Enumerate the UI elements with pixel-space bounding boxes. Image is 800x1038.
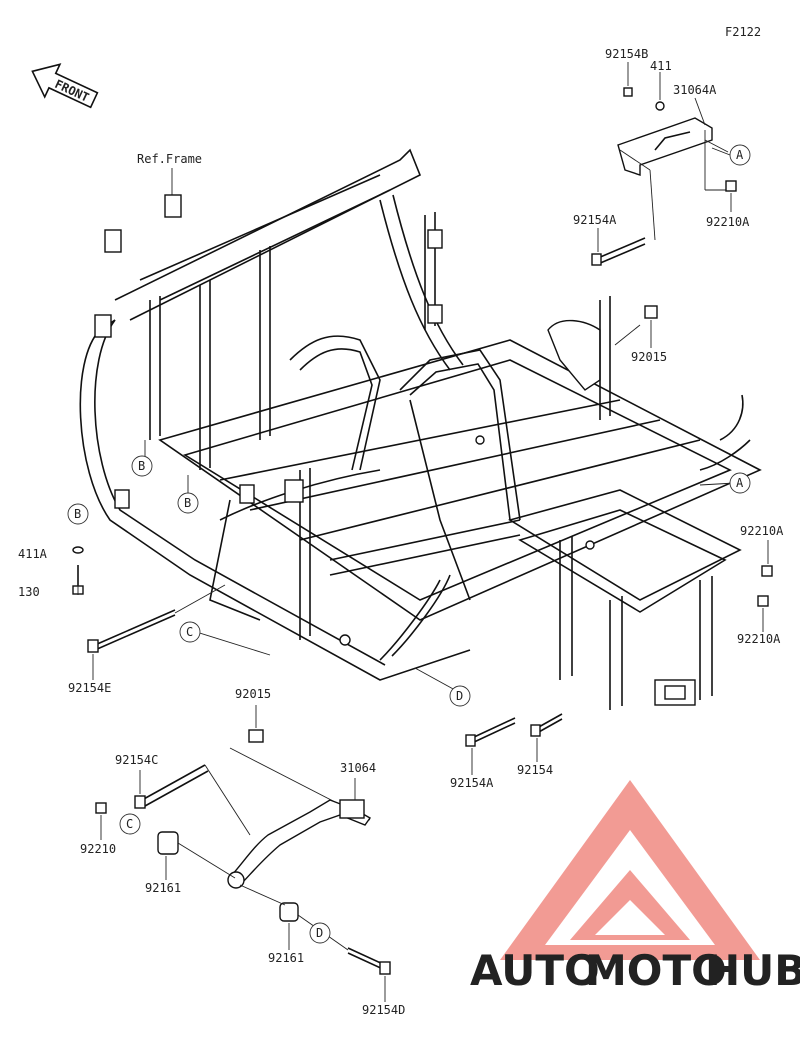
part-label-92154E: 92154E xyxy=(68,681,111,695)
bracket-31064-assembly xyxy=(95,729,391,975)
svg-text:B: B xyxy=(74,507,81,521)
callout-A-top: A xyxy=(729,144,751,166)
svg-text:A: A xyxy=(736,476,744,490)
main-frame xyxy=(79,148,762,710)
ref-frame-label: Ref.Frame xyxy=(137,152,202,166)
part-label-92161-a: 92161 xyxy=(145,881,181,895)
svg-text:A: A xyxy=(736,148,744,162)
watermark-logo xyxy=(500,780,760,960)
svg-text:C: C xyxy=(126,817,133,831)
part-label-411A: 411A xyxy=(18,547,48,561)
callout-B-frame-2: B xyxy=(177,492,199,514)
watermark-text: AUTO MOTO HUB xyxy=(470,946,800,995)
leader-lines xyxy=(77,62,769,1002)
callout-A-mid: A xyxy=(729,472,751,494)
callout-C-bottom: C xyxy=(119,813,141,835)
part-label-92154D: 92154D xyxy=(362,1003,405,1017)
part-labels: 92154B 411 31064A 92154A 92210A 92015 41… xyxy=(18,47,784,1017)
figure-code: F2122 xyxy=(725,25,761,39)
callout-B-frame-1: B xyxy=(131,455,153,477)
right-side-bolts xyxy=(465,565,773,747)
svg-text:D: D xyxy=(456,689,463,703)
part-label-92154: 92154 xyxy=(517,763,553,777)
watermark-moto: MOTO xyxy=(585,946,727,995)
callout-B-left: B xyxy=(67,503,89,525)
left-small-parts xyxy=(72,546,226,653)
part-label-92154C: 92154C xyxy=(115,753,158,767)
part-label-92154A-top: 92154A xyxy=(573,213,617,227)
part-label-92210A-top: 92210A xyxy=(706,215,750,229)
bracket-31064A-assembly xyxy=(591,87,737,346)
part-label-130: 130 xyxy=(18,585,40,599)
callout-D-frame: D xyxy=(449,685,471,707)
svg-text:B: B xyxy=(184,496,191,510)
part-label-92154A-bottom: 92154A xyxy=(450,776,494,790)
front-arrow-icon: FRONT xyxy=(31,63,99,109)
part-label-92154B: 92154B xyxy=(605,47,648,61)
svg-text:C: C xyxy=(186,625,193,639)
part-label-92015-top: 92015 xyxy=(631,350,667,364)
part-label-92161-b: 92161 xyxy=(268,951,304,965)
part-label-31064: 31064 xyxy=(340,761,376,775)
part-label-411: 411 xyxy=(650,59,672,73)
callout-D-bottom: D xyxy=(309,922,331,944)
watermark-hub: HUB xyxy=(705,946,800,995)
part-label-92210A-right-2: 92210A xyxy=(737,632,781,646)
part-label-92210A-right-1: 92210A xyxy=(740,524,784,538)
watermark-auto: AUTO xyxy=(470,946,600,995)
svg-text:B: B xyxy=(138,459,145,473)
part-label-31064A: 31064A xyxy=(673,83,717,97)
callout-C-frame: C xyxy=(179,621,201,643)
part-label-92015-bottom: 92015 xyxy=(235,687,271,701)
svg-text:D: D xyxy=(316,926,323,940)
part-label-92210: 92210 xyxy=(80,842,116,856)
